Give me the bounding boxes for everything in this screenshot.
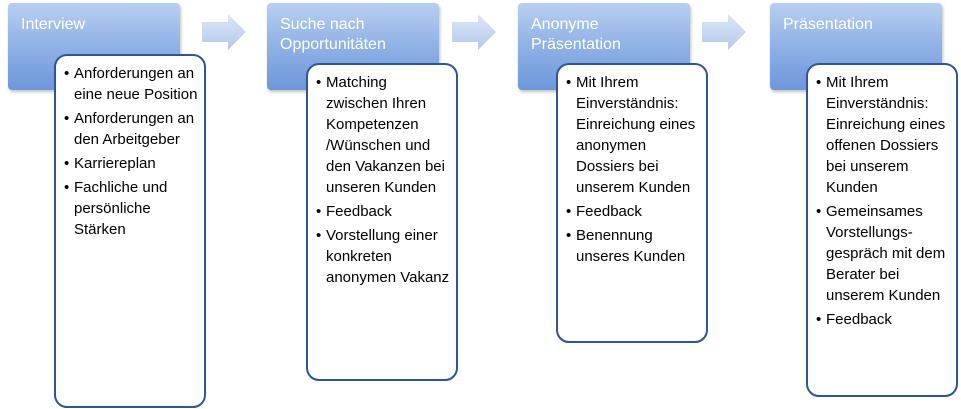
step-3-item: Benennung unseres Kunden	[566, 225, 700, 267]
step-4-item: Feedback	[816, 309, 950, 330]
step-1-list: Anforderungen an eine neue Position Anfo…	[64, 63, 198, 240]
arrow-right-icon	[702, 14, 746, 50]
step-1-item: Anforderungen an eine neue Position	[64, 63, 198, 105]
step-3-item: Mit Ihrem Einverständnis: Einreichung ei…	[566, 72, 700, 198]
step-2-title: Suche nach Opportunitäten	[280, 16, 386, 53]
step-2-item: Feedback	[316, 201, 450, 222]
step-1-card: Anforderungen an eine neue Position Anfo…	[54, 54, 206, 408]
step-3-item: Feedback	[566, 201, 700, 222]
step-4-list: Mit Ihrem Einverständnis: Einreichung ei…	[816, 72, 950, 330]
arrow-right-icon	[202, 14, 246, 50]
arrow-right-icon	[452, 14, 496, 50]
step-4-item: Gemeinsames Vorstellungs-gespräch mit de…	[816, 201, 950, 306]
step-3-list: Mit Ihrem Einverständnis: Einreichung ei…	[566, 72, 700, 267]
step-1-item: Anforderungen an den Arbeitgeber	[64, 108, 198, 150]
step-2-item: Matching zwischen Ihren Kompetenzen /Wün…	[316, 72, 450, 198]
step-4-card: Mit Ihrem Einverständnis: Einreichung ei…	[806, 63, 958, 397]
step-1-title: Interview	[21, 16, 86, 33]
step-2-item: Vorstellung einer konkreten anonymen Vak…	[316, 225, 450, 288]
step-3-title: Anonyme Präsentation	[531, 16, 621, 53]
step-4-item: Mit Ihrem Einverständnis: Einreichung ei…	[816, 72, 950, 198]
step-2-card: Matching zwischen Ihren Kompetenzen /Wün…	[306, 63, 458, 381]
step-2-list: Matching zwischen Ihren Kompetenzen /Wün…	[316, 72, 450, 288]
step-4-title: Präsentation	[783, 16, 873, 33]
step-3-card: Mit Ihrem Einverständnis: Einreichung ei…	[556, 63, 708, 343]
step-1-item: Karriereplan	[64, 153, 198, 174]
step-1-item: Fachliche und persönliche Stärken	[64, 177, 198, 240]
